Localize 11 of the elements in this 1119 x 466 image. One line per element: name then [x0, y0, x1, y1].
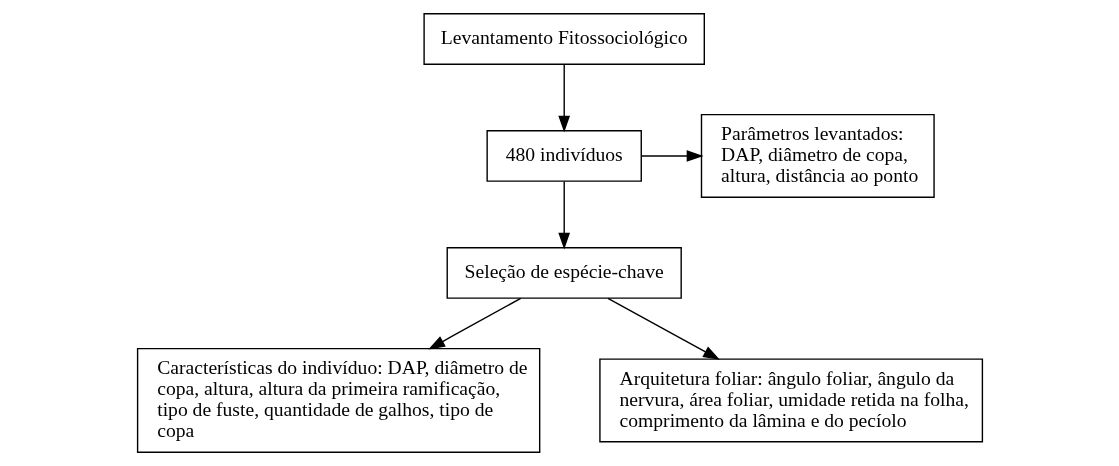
node-box: 480 indivíduos: [485, 130, 642, 182]
arrow: [557, 63, 570, 133]
arrow: [557, 180, 570, 250]
arrow: [640, 150, 703, 162]
node-box: Seleção de espécie-chave: [446, 247, 682, 299]
node-box: Parâmetros levantados: DAP, diâmetro de copa, altura, distância ao ponto: [700, 113, 935, 198]
node-box: Características do indivíduo: DAP, diâmetro de copa, altura, altura da primeira ramificação, tipo de fuste, quantidade de galhos, tipo de copa: [136, 347, 540, 453]
arrow: [427, 297, 521, 350]
node-box: Arquitetura foliar: ângulo foliar, ângulo da nervura, área foliar, umidade retida na folha, comprimento da lâmina e do pecíolo: [598, 358, 983, 443]
arrow: [606, 297, 720, 360]
node-box: Levantamento Fitossociológico: [422, 13, 705, 65]
